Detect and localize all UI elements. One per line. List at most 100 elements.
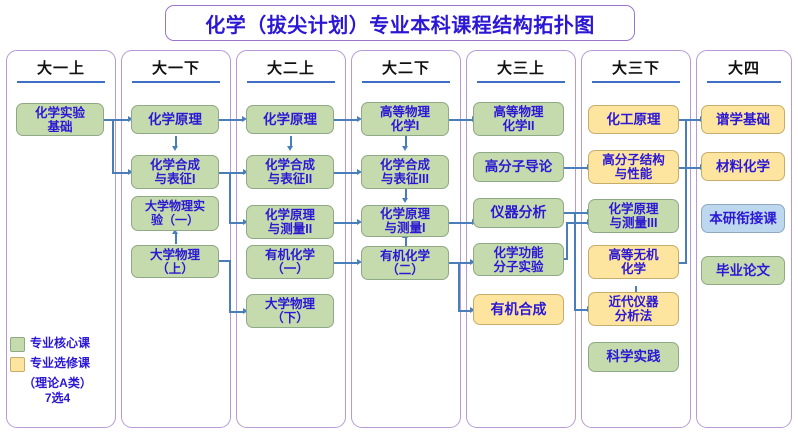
connector-line — [112, 119, 114, 173]
connector-arrow — [172, 229, 178, 234]
column-header-5: 大三上 — [496, 60, 545, 77]
course-box[interactable]: 科学实践 — [588, 342, 679, 372]
legend: 专业核心课 专业选修课 （理论A类） 7选4 — [10, 336, 110, 406]
course-label: 化学功能 分子实验 — [493, 245, 544, 274]
course-label: 化学原理 — [148, 111, 202, 127]
connector-arrow — [243, 308, 248, 314]
connector-arrow — [172, 146, 178, 151]
course-box[interactable]: 化学原理 与测量II — [246, 205, 334, 239]
course-label: 化工原理 — [606, 111, 661, 127]
connector-line — [112, 172, 129, 174]
course-box[interactable]: 大学物理 （上） — [131, 245, 219, 278]
connector-line — [229, 172, 244, 174]
column-rule-5 — [477, 81, 565, 83]
course-box[interactable]: 化学合成 与表征III — [361, 155, 449, 189]
course-label: 高等无机 化学 — [608, 248, 659, 276]
course-box[interactable]: 化学原理 与测量I — [361, 205, 449, 237]
course-box[interactable]: 化学合成 与表征II — [246, 155, 334, 189]
connector-line — [334, 262, 358, 264]
connector-line — [405, 189, 407, 200]
course-label: 化学原理 与测量I — [379, 207, 430, 235]
diagram-title: 化学（拔尖计划）专业本科课程结构拓扑图 — [165, 5, 635, 41]
connector-line — [290, 136, 292, 148]
legend-item-core: 专业核心课 — [10, 336, 110, 352]
course-label: 材料化学 — [716, 158, 770, 174]
course-label: 高等物理 化学I — [379, 105, 430, 133]
legend-swatch-core-icon — [10, 337, 25, 352]
course-box[interactable]: 高等物理 化学I — [361, 102, 449, 136]
course-box[interactable]: 谱学基础 — [701, 105, 785, 134]
column-header-3: 大二上 — [266, 60, 315, 77]
course-box[interactable]: 化学合成 与表征I — [131, 155, 219, 189]
course-box[interactable]: 仪器分析 — [473, 198, 564, 228]
course-box[interactable]: 高分子结构 与性能 — [588, 150, 679, 184]
course-box[interactable]: 大学物理实 验（一） — [131, 196, 219, 231]
connector-line — [458, 262, 460, 311]
course-box[interactable]: 有机化学 （一） — [246, 245, 334, 279]
connector-line — [229, 311, 244, 313]
connector-line — [566, 222, 588, 224]
course-label: 化学实验 基础 — [34, 105, 85, 134]
course-label: 科学实践 — [606, 349, 661, 365]
course-box[interactable]: 大学物理 （下） — [246, 294, 334, 328]
connector-line — [219, 260, 231, 262]
connector-line — [104, 119, 114, 121]
course-box[interactable]: 有机合成 — [473, 294, 564, 325]
connector-arrow — [357, 259, 362, 265]
course-box[interactable]: 化工原理 — [588, 105, 679, 134]
connector-arrow — [402, 146, 408, 151]
connector-arrow — [357, 219, 362, 225]
column-header-6: 大三下 — [611, 60, 660, 77]
connector-line — [334, 119, 358, 121]
course-label: 高分子结构 与性能 — [602, 153, 665, 181]
course-label: 化学原理 — [263, 111, 317, 127]
course-box[interactable]: 高分子导论 — [473, 152, 564, 182]
connector-line — [112, 119, 129, 121]
connector-line — [679, 262, 687, 264]
connector-line — [219, 172, 231, 174]
connector-arrow — [287, 146, 293, 151]
connector-line — [334, 172, 358, 174]
connector-line — [458, 262, 471, 264]
course-box[interactable]: 材料化学 — [701, 152, 785, 181]
connector-line — [679, 119, 701, 121]
course-box[interactable]: 毕业论文 — [701, 256, 785, 285]
connector-arrow — [470, 259, 475, 265]
connector-line — [564, 212, 576, 214]
course-label: 有机合成 — [490, 300, 547, 317]
course-label: 化学原理 与测量III — [608, 202, 659, 230]
connector-arrow — [243, 219, 248, 225]
legend-item-elective: 专业选修课 — [10, 356, 110, 372]
course-box[interactable]: 化学实验 基础 — [16, 103, 104, 136]
course-label: 大学物理 （上） — [149, 247, 200, 276]
connector-arrow — [128, 116, 133, 122]
course-box[interactable]: 化学原理 与测量III — [588, 199, 679, 233]
connector-line — [449, 222, 473, 224]
legend-swatch-elective-icon — [10, 357, 25, 372]
column-header-2: 大一下 — [151, 60, 200, 77]
course-box[interactable]: 化学原理 — [246, 105, 334, 134]
course-box[interactable]: 有机化学 （二） — [361, 246, 449, 280]
legend-label-elective: 专业选修课 — [30, 356, 91, 370]
connector-arrow — [357, 116, 362, 122]
course-box[interactable]: 化学功能 分子实验 — [473, 243, 564, 276]
connector-arrow — [357, 169, 362, 175]
course-box[interactable]: 高等无机 化学 — [588, 245, 679, 279]
connector-arrow — [242, 116, 247, 122]
connector-line — [175, 232, 177, 244]
connector-line — [574, 212, 588, 214]
course-box[interactable]: 高等物理 化学II — [473, 102, 564, 136]
connector-line — [679, 167, 701, 169]
course-box[interactable]: 化学原理 — [131, 105, 219, 134]
course-label: 大学物理实 验（一） — [144, 199, 205, 227]
course-box[interactable]: 近代仪器 分析法 — [588, 292, 679, 326]
connector-line — [564, 167, 588, 169]
course-box[interactable]: 本研衔接课 — [701, 204, 785, 233]
column-rule-6 — [592, 81, 680, 83]
connector-line — [405, 136, 407, 148]
connector-arrow — [243, 169, 248, 175]
course-label: 化学原理 与测量II — [264, 208, 315, 236]
connector-line — [229, 260, 231, 312]
legend-label-core: 专业核心课 — [30, 336, 91, 350]
